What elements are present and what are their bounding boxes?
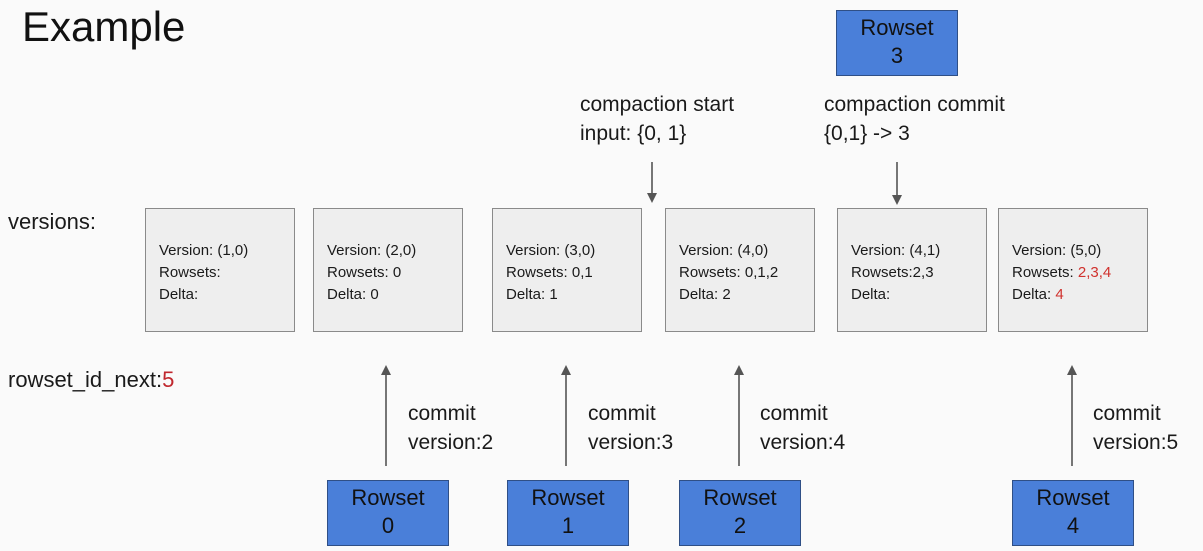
version-delta: Delta:	[851, 286, 891, 303]
compaction-commit-line1: compaction commit	[824, 93, 1005, 116]
version-label: Version: (4,0)	[679, 242, 769, 259]
version-box: Version: (3,0) Rowsets: 0,1 Delta: 1	[492, 208, 642, 332]
compaction-start-line2: input: {0, 1}	[580, 122, 687, 145]
version-box: Version: (4,1) Rowsets:2,3 Delta:	[837, 208, 987, 332]
version-box: Version: (5,0) Rowsets: 2,3,4 Delta: 4	[998, 208, 1148, 332]
version-rowsets: Rowsets:2,3	[851, 264, 934, 281]
compaction-start-note: compaction start input: {0, 1}	[580, 90, 734, 148]
version-rowsets: Rowsets: 0,1,2	[679, 264, 779, 281]
version-delta: Delta: 4	[1012, 286, 1064, 303]
version-rowsets: Rowsets: 0,1	[506, 264, 593, 281]
version-box: Version: (1,0) Rowsets: Delta:	[145, 208, 295, 332]
slide-title: Example	[22, 3, 186, 50]
version-label: Version: (5,0)	[1012, 242, 1102, 259]
version-delta: Delta:	[159, 286, 199, 303]
versions-label: versions:	[8, 209, 97, 234]
version-rowsets: Rowsets:	[159, 264, 221, 281]
rowset-id-next-value: 5	[162, 367, 175, 392]
version-rowsets: Rowsets: 0	[327, 264, 402, 281]
compaction-commit-note: compaction commit {0,1} -> 3	[824, 90, 1005, 148]
version-label: Version: (3,0)	[506, 242, 596, 259]
version-delta: Delta: 2	[679, 286, 731, 303]
compaction-commit-line2: {0,1} -> 3	[824, 122, 910, 145]
version-delta: Delta: 0	[327, 286, 379, 303]
version-label: Version: (1,0)	[159, 242, 249, 259]
version-label: Version: (4,1)	[851, 242, 941, 259]
compaction-start-line1: compaction start	[580, 93, 735, 116]
version-box: Version: (2,0) Rowsets: 0 Delta: 0	[313, 208, 463, 332]
version-rowsets: Rowsets: 2,3,4	[1012, 264, 1112, 281]
rowset-id-next-label: rowset_id_next:5	[8, 366, 174, 394]
version-label: Version: (2,0)	[327, 242, 417, 259]
rowset-id-next-prefix: rowset_id_next:	[8, 367, 163, 392]
version-delta: Delta: 1	[506, 286, 558, 303]
version-box: Version: (4,0) Rowsets: 0,1,2 Delta: 2	[665, 208, 815, 332]
